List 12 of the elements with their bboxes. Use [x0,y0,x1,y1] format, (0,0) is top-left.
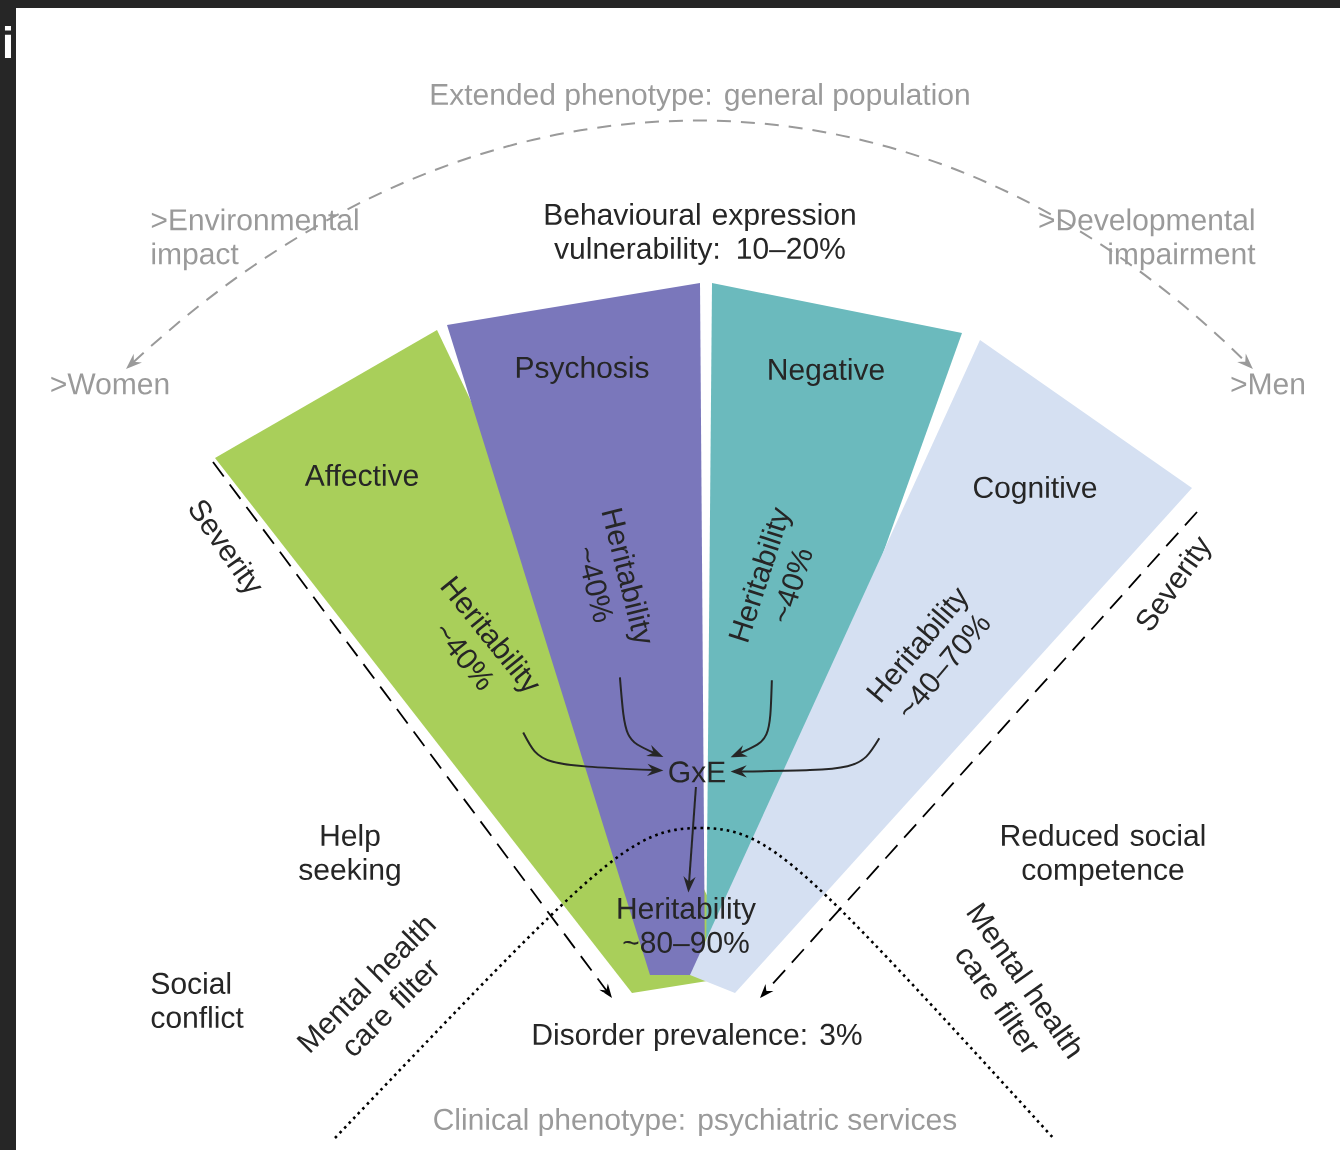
sex-label: >Women [51,373,169,395]
heading-text: Behavioural expression vulnerability: 10–20% [545,203,855,265]
factor-label: >Environmental impact [151,208,358,271]
phenotype-label: Extended phenotype: general population [431,83,969,111]
factor-label: >Developmental impairment [1039,208,1256,271]
phenotype-label: Clinical phenotype: psychiatric services [434,1108,957,1136]
factor-label: Reduced social competence [1002,824,1205,886]
heritability-label: Heritability ~40% [582,507,651,643]
sex-label: >Men [1231,373,1304,395]
panel-letter: i [4,26,11,58]
factor-label: Help seeking [299,824,400,886]
prevalence-label: Disorder prevalence: 3% [533,1023,862,1051]
